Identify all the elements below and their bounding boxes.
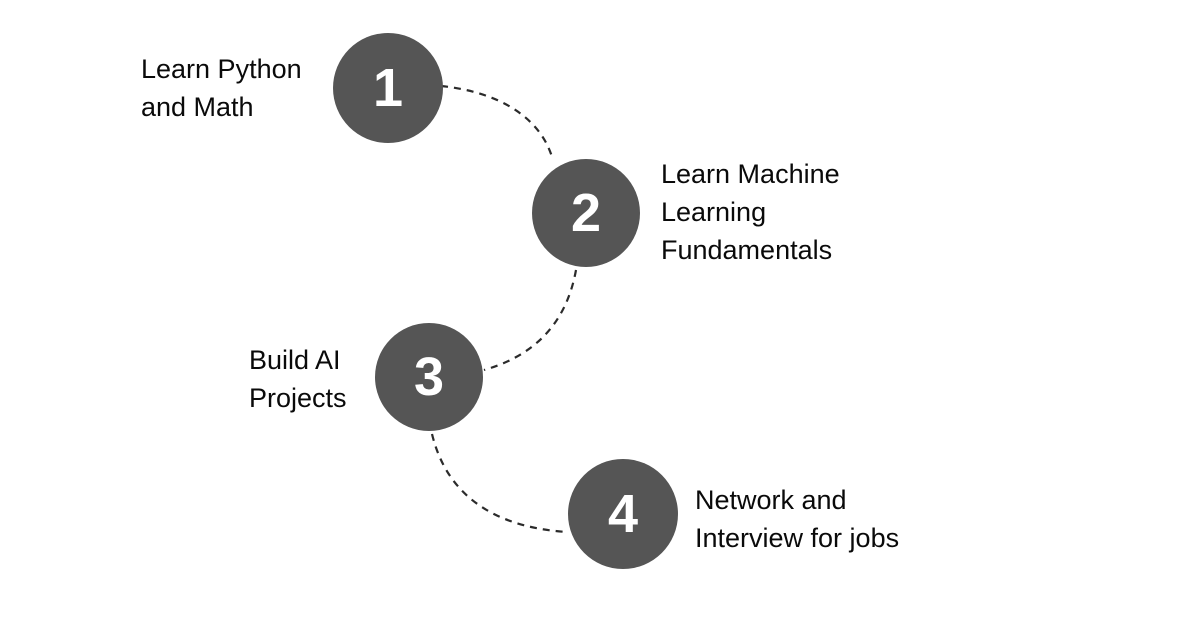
step-node-1[interactable]: 1: [333, 33, 443, 143]
connector-1-to-2: [440, 84, 554, 158]
step-label-3: Build AI Projects: [249, 345, 347, 413]
connector-3-to-4: [430, 433, 568, 534]
step-number-4: 4: [607, 484, 639, 544]
step-label-2: Learn Machine Learning Fundamentals: [661, 159, 840, 265]
step-node-4[interactable]: 4: [568, 459, 678, 569]
step-label-4: Network and Interview for jobs: [695, 485, 900, 553]
step-node-2[interactable]: 2: [532, 159, 640, 267]
step-label-1: Learn Python and Math: [141, 54, 302, 122]
step-node-3[interactable]: 3: [375, 323, 483, 431]
step-number-2: 2: [570, 183, 602, 243]
step-number-3: 3: [413, 347, 445, 407]
step-number-1: 1: [372, 58, 404, 118]
connector-2-to-3: [483, 269, 578, 372]
